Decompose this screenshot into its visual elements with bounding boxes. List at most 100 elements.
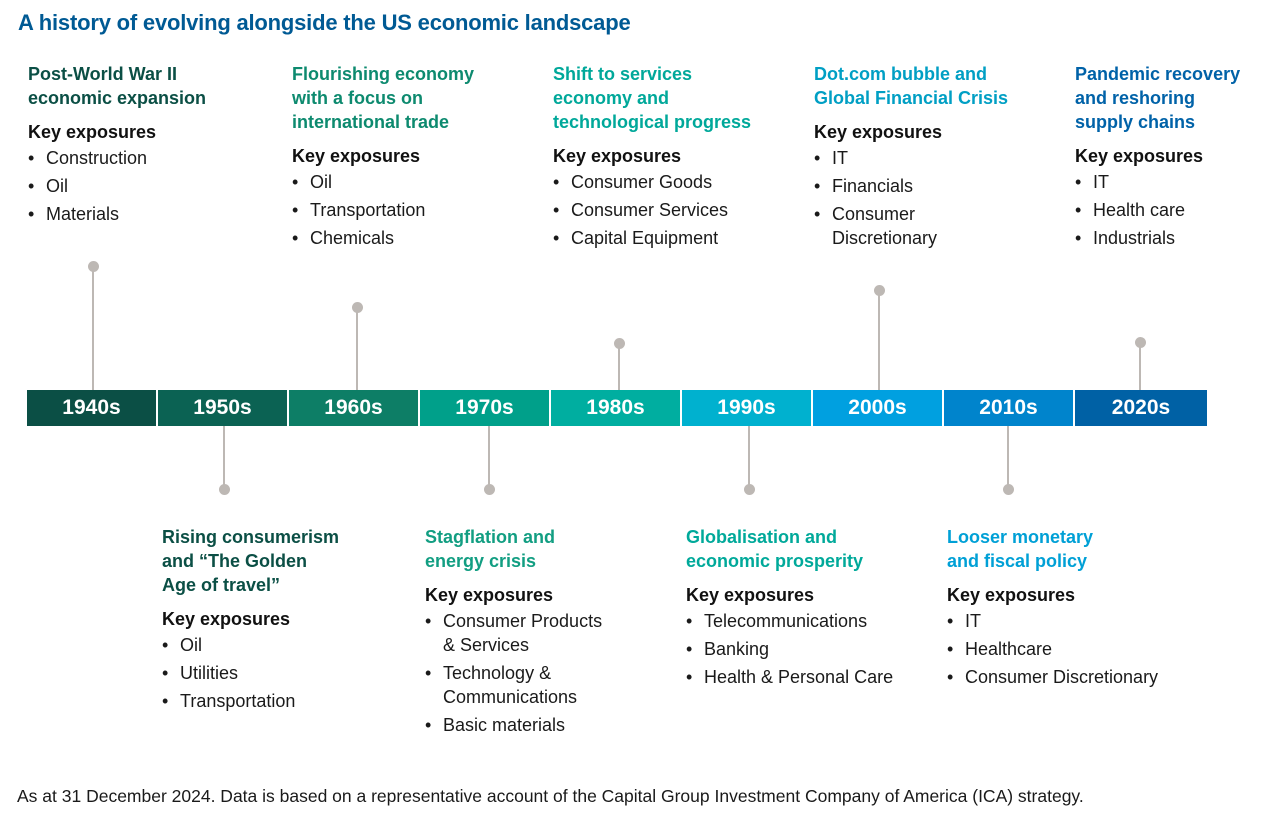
exposure-list: •IT•Healthcare•Consumer Discretionary [947, 609, 1187, 689]
bullet-icon: • [425, 715, 432, 735]
key-exposures-label: Key exposures [814, 122, 943, 142]
exposure-text: Consumer Services [571, 200, 729, 220]
period-heading-line: with a focus on [292, 88, 424, 108]
bullet-icon: • [814, 204, 821, 224]
bullet-icon: • [28, 176, 35, 196]
decade-segment-2000s: 2000s [813, 390, 942, 426]
bullet-icon: • [947, 667, 954, 687]
exposure-text: IT [965, 611, 981, 631]
exposure-item: • Transportation [162, 689, 402, 713]
exposure-text: & Services [443, 635, 530, 655]
connector-line [1007, 426, 1009, 489]
bullet-icon: • [814, 176, 821, 196]
exposure-text: Health care [1093, 200, 1186, 220]
exposure-text: Communications [443, 687, 578, 707]
exposure-text: Basic materials [443, 715, 566, 735]
period-heading-line: energy crisis [425, 551, 537, 571]
exposure-item: •Industrials [1075, 226, 1275, 250]
connector-line [618, 343, 620, 390]
bullet-icon: • [686, 639, 693, 659]
period-heading-line: international trade [292, 112, 450, 132]
period-heading-line: and reshoring [1075, 88, 1196, 108]
exposure-text: Oil [180, 635, 202, 655]
bullet-icon: • [947, 639, 954, 659]
exposure-item: •Oil [292, 170, 532, 194]
connector-dot [218, 483, 230, 495]
exposure-text: Technology & [443, 663, 552, 683]
bullet-icon: • [1075, 200, 1082, 220]
exposure-item: • Banking [686, 637, 926, 661]
key-exposures-label: Key exposures [162, 609, 291, 629]
exposure-list: •Consumer Goods•Consumer Services•Capita… [553, 170, 793, 250]
exposure-text: Industrials [1093, 228, 1176, 248]
exposure-text: IT [832, 148, 848, 168]
decade-segment-2010s: 2010s [944, 390, 1073, 426]
exposure-text: Banking [704, 639, 770, 659]
exposure-item: •Oil [28, 174, 268, 198]
period-heading-line: economic expansion [28, 88, 207, 108]
period-heading-line: technological progress [553, 112, 752, 132]
period-heading-line: and “The Golden [162, 551, 308, 571]
key-exposures-label: Key exposures [947, 585, 1076, 605]
bullet-icon: • [425, 611, 432, 631]
connector-dot [613, 337, 625, 349]
exposure-list: •Oil•Transportation•Chemicals [292, 170, 532, 250]
exposure-text: Consumer Products [443, 611, 603, 631]
key-exposures-label: Key exposures [1075, 146, 1204, 166]
decade-segment-1980s: 1980s [551, 390, 680, 426]
exposure-text: IT [1093, 172, 1109, 192]
decade-segment-1950s: 1950s [158, 390, 287, 426]
key-exposures-label: Key exposures [686, 585, 815, 605]
exposure-item: •Healthcare [947, 637, 1187, 661]
bullet-icon: • [553, 228, 560, 248]
connector-line [1139, 342, 1141, 390]
bullet-icon: • [947, 611, 954, 631]
exposure-item: •Health & Personal Care [686, 665, 926, 689]
period-heading-line: Shift to services [553, 64, 693, 84]
exposure-item: •Technology &Communications [425, 661, 665, 709]
period-heading-line: Global Financial Crisis [814, 88, 1009, 108]
exposure-item: • Utilities [162, 661, 402, 685]
bullet-icon: • [162, 691, 169, 711]
connector-dot [87, 260, 99, 272]
bullet-icon: • [814, 148, 821, 168]
bullet-icon: • [162, 663, 169, 683]
exposure-list: • Oil • Utilities • Transportation [162, 633, 402, 713]
period-heading-line: economic prosperity [686, 551, 864, 571]
exposure-item: • IT [947, 609, 1187, 633]
exposure-item: • Basic materials [425, 713, 665, 737]
bullet-icon: • [162, 635, 169, 655]
exposure-text: Consumer Goods [571, 172, 713, 192]
exposure-list: •Telecommunications•Banking•Health & Per… [686, 609, 926, 689]
exposure-item: •Materials [28, 202, 268, 226]
exposure-text: Consumer [832, 204, 916, 224]
exposure-item: •Consumer Goods [553, 170, 793, 194]
period-heading-line: Pandemic recovery [1075, 64, 1241, 84]
bullet-icon: • [28, 148, 35, 168]
exposure-list: •Construction•Oil•Materials [28, 146, 268, 226]
exposure-list: •IT•Health care•Industrials [1075, 170, 1275, 250]
exposure-item: •Transportation [292, 198, 532, 222]
connector-dot [351, 301, 363, 313]
exposure-text: Utilities [180, 663, 239, 683]
bullet-icon: • [292, 172, 299, 192]
decade-segment-1990s: 1990s [682, 390, 811, 426]
key-exposures-label: Key exposures [28, 122, 157, 142]
period-heading-line: Looser monetary [947, 527, 1094, 547]
period-heading-line: Rising consumerism [162, 527, 340, 547]
exposure-text: Discretionary [832, 228, 938, 248]
exposure-text: Transportation [180, 691, 296, 711]
bullet-icon: • [686, 667, 693, 687]
connector-line [223, 426, 225, 489]
